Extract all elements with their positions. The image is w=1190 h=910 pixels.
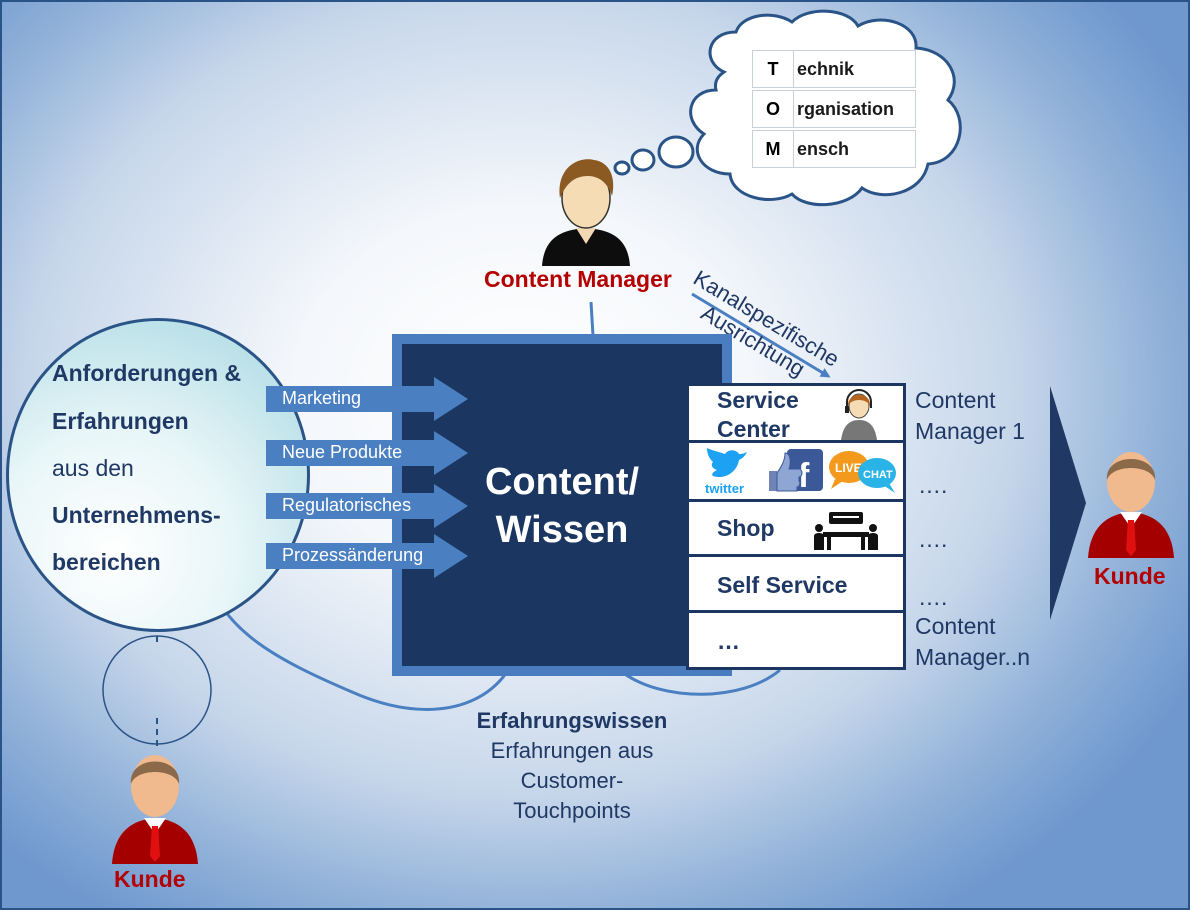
requirements-line-1: Anforderungen &: [52, 360, 242, 386]
tom-letter: O: [753, 91, 794, 127]
channel-label: …: [717, 628, 740, 654]
content-manager-label: Content Manager: [484, 266, 672, 292]
requirements-line-3: aus den: [52, 455, 134, 481]
customer-avatar-icon: [1088, 452, 1174, 558]
channel-list: Service Center twitter f: [686, 383, 906, 670]
input-arrow-regulatory: Regulatorisches: [266, 484, 468, 528]
meeting-icon: [814, 512, 878, 550]
requirements-line-4: Unternehmens-: [52, 502, 221, 528]
tom-word: echnik: [797, 59, 855, 79]
channel-label: Self Service: [717, 572, 848, 598]
content-manager-ellipsis: ….: [918, 472, 948, 498]
twitter-icon: twitter: [705, 448, 747, 496]
svg-text:CHAT: CHAT: [863, 469, 893, 481]
content-manager-ellipsis: ….: [918, 526, 948, 552]
input-arrow-label: Prozessänderung: [282, 545, 424, 565]
input-arrow-new-products: Neue Produkte: [266, 431, 468, 475]
content-manager-n-line-1: Content: [915, 613, 996, 639]
content-manager-n-line-2: Manager..n: [915, 644, 1031, 670]
customer-avatar-icon: [112, 755, 198, 864]
content-manager-n-label: Content Manager..n: [915, 611, 1030, 673]
experience-knowledge-block: Erfahrungswissen Erfahrungen aus Custome…: [432, 706, 712, 826]
tom-row-organisation: O rganisation: [752, 90, 916, 128]
requirements-line-2: Erfahrungen: [52, 408, 189, 434]
tom-letter: M: [753, 131, 794, 167]
channel-service-center: Service Center: [689, 386, 903, 442]
content-knowledge-title: Content/ Wissen: [462, 458, 662, 554]
channel-social-media: twitter f LIVE CHAT: [689, 443, 903, 499]
service-agent-icon: [841, 389, 877, 440]
customer-right-label: Kunde: [1094, 563, 1166, 589]
svg-text:LIVE: LIVE: [835, 461, 862, 475]
content-manager-avatar-icon: [542, 159, 630, 266]
facebook-like-icon: f: [769, 449, 823, 495]
experience-line-3: Touchpoints: [513, 798, 631, 823]
content-manager-1-line-1: Content: [915, 387, 996, 413]
customer-bottom-label: Kunde: [114, 866, 186, 892]
big-right-arrow-icon: [1050, 386, 1086, 620]
content-title-line-1: Content/: [484, 461, 640, 503]
input-arrow-process-change: Prozessänderung: [266, 534, 468, 578]
tom-letter: T: [753, 51, 794, 87]
tom-word: ensch: [797, 139, 850, 159]
channel-self-service: Self Service: [689, 557, 903, 610]
channel-shop: Shop: [689, 502, 903, 554]
content-manager-1-label: Content Manager 1: [915, 385, 1025, 447]
channel-label-line-1: Service: [717, 387, 799, 413]
experience-title: Erfahrungswissen: [476, 708, 668, 733]
svg-text:f: f: [798, 457, 810, 495]
experience-line-1: Erfahrungen aus: [490, 738, 654, 763]
channel-label: Service Center: [717, 386, 799, 444]
input-arrow-label: Regulatorisches: [282, 495, 412, 515]
svg-text:twitter: twitter: [705, 481, 744, 496]
requirements-circle: [6, 318, 310, 632]
content-manager-1-line-2: Manager 1: [915, 418, 1025, 444]
tom-row-mensch: M ensch: [752, 130, 916, 168]
content-title-line-2: Wissen: [495, 509, 629, 551]
live-chat-icon: LIVE CHAT: [829, 451, 896, 493]
tom-row-technik: T echnik: [752, 50, 916, 88]
input-arrow-label: Neue Produkte: [282, 442, 403, 462]
experience-line-2: Customer-: [520, 768, 624, 793]
requirements-line-5: bereichen: [52, 549, 161, 575]
content-manager-ellipsis: ….: [918, 584, 948, 610]
input-arrow-marketing: Marketing: [266, 377, 468, 421]
tom-word: rganisation: [797, 99, 895, 119]
channel-label-line-2: Center: [717, 416, 790, 442]
input-arrow-label: Marketing: [282, 388, 362, 408]
channel-more: …: [689, 613, 903, 667]
channel-label: Shop: [717, 515, 775, 541]
